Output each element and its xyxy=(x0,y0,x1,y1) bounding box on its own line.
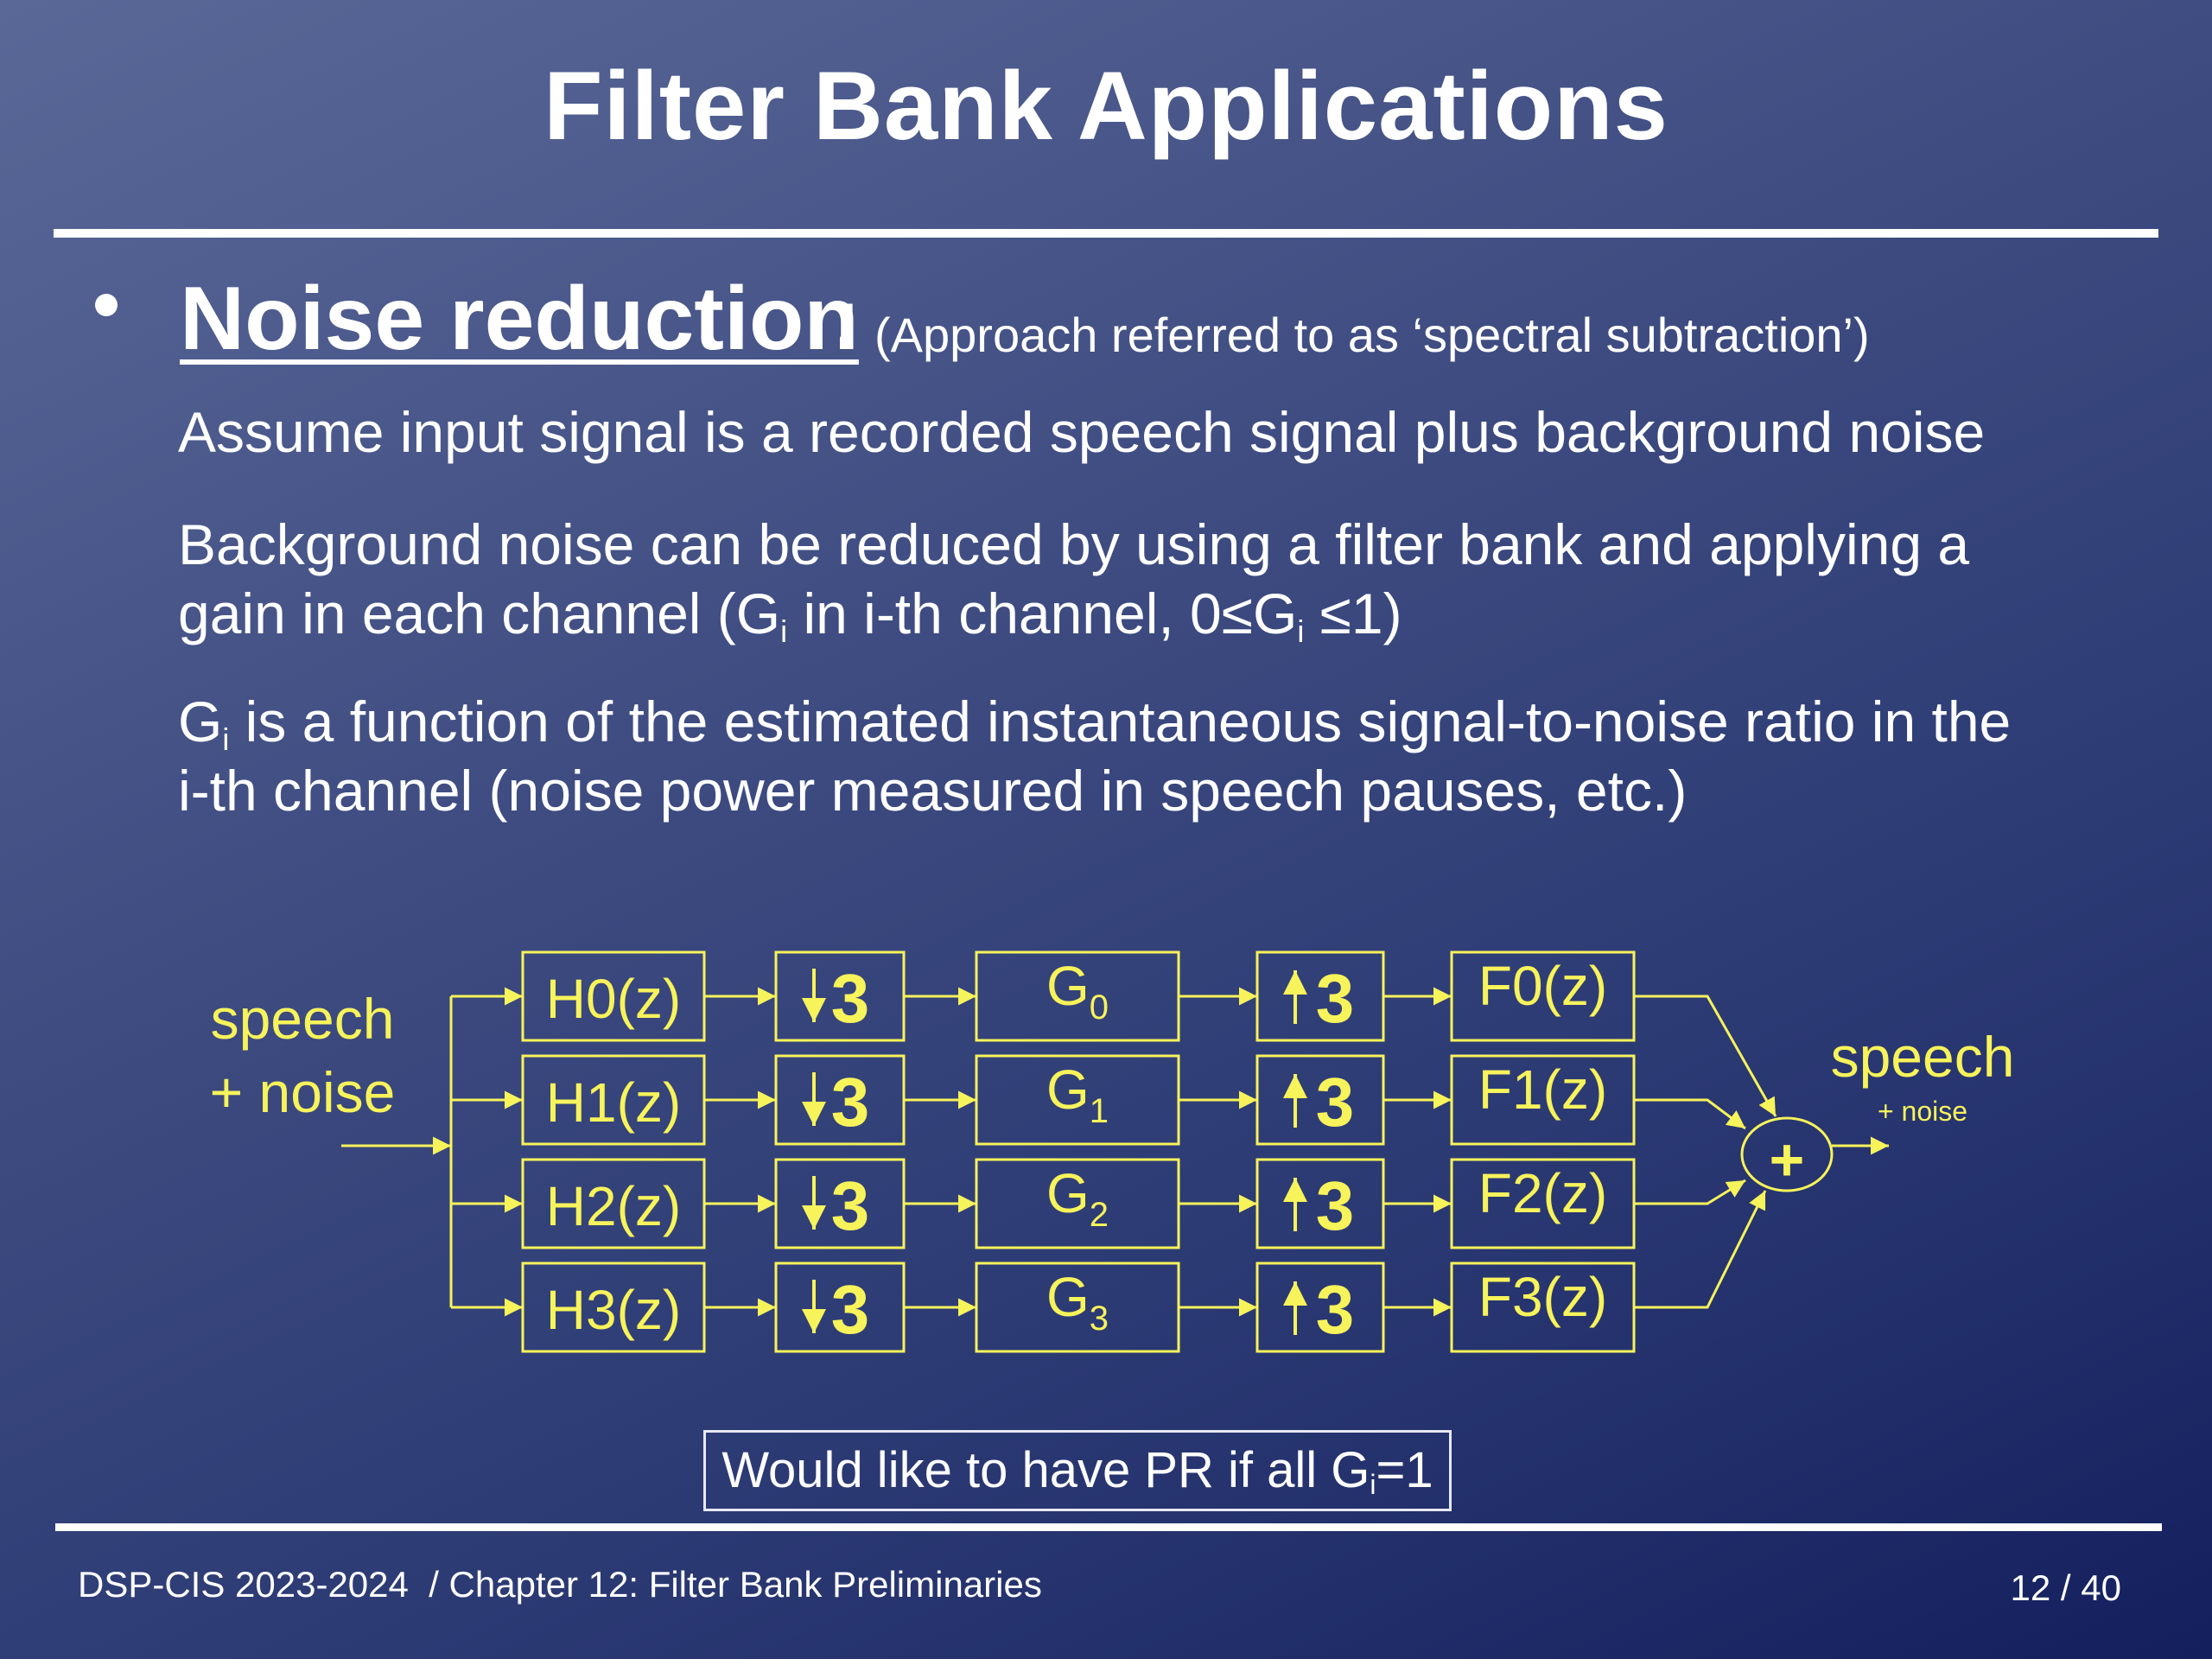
bullet-marker xyxy=(95,294,118,316)
subscript: i xyxy=(1297,613,1305,649)
text-run: is a function of the estimated instantan… xyxy=(229,690,2012,753)
bullet-title: Noise reduction xyxy=(180,269,859,369)
downsample-factor: 3 xyxy=(831,1167,870,1244)
bullet-colon: : xyxy=(831,269,861,369)
page-number: 12 / 40 xyxy=(2010,1567,2121,1608)
downsample-factor: 3 xyxy=(831,1271,870,1348)
input-label-speech: speech xyxy=(211,987,395,1051)
subscript: i xyxy=(1370,1469,1376,1500)
analysis-filter-label: H3(z) xyxy=(546,1279,681,1341)
sum-input-line xyxy=(1634,1098,1746,1130)
upsample-factor: 3 xyxy=(1316,1167,1355,1244)
footer-course-chapter: DSP-CIS 2023-2024 / Chapter 12: Filter B… xyxy=(78,1564,1042,1605)
upsample-factor: 3 xyxy=(1316,960,1355,1037)
analysis-filter-label: H1(z) xyxy=(546,1071,681,1134)
subscript: i xyxy=(222,721,230,757)
paragraph-gain-function: Gi is a function of the estimated instan… xyxy=(178,687,2011,825)
analysis-filter-label: H0(z) xyxy=(546,968,681,1030)
input-label-noise: + noise xyxy=(210,1060,396,1124)
pr-note-text: =1 xyxy=(1376,1442,1433,1498)
text-run: G xyxy=(178,690,223,753)
paragraph-assume-input: Assume input signal is a recorded speech… xyxy=(178,400,1986,464)
analysis-filter-label: H2(z) xyxy=(546,1175,681,1237)
upsample-factor: 3 xyxy=(1316,1064,1355,1141)
downsample-factor: 3 xyxy=(831,960,870,1037)
pr-note-text: Would like to have PR if all G xyxy=(721,1442,1370,1498)
paragraph-line: i-th channel (noise power measured in sp… xyxy=(178,759,1688,823)
synthesis-filter-label: F0(z) xyxy=(1478,955,1607,1017)
text-run: ≤1) xyxy=(1304,582,1402,645)
paragraph-line: Background noise can be reduced by using… xyxy=(178,512,1970,576)
gain-label: G2 xyxy=(1046,1162,1109,1234)
paragraph-line: Gi is a function of the estimated instan… xyxy=(178,687,2011,756)
paragraph-background-noise: Background noise can be reduced by using… xyxy=(178,510,1969,648)
downsample-factor: 3 xyxy=(831,1064,870,1141)
synthesis-filter-label: F3(z) xyxy=(1478,1266,1607,1328)
output-label-noise: + noise xyxy=(1878,1096,1967,1127)
output-label-speech: speech xyxy=(1831,1025,2015,1089)
text-run: gain in each channel (G xyxy=(178,582,781,645)
sum-input-line xyxy=(1634,1179,1746,1205)
text-run: in i-th channel, 0≤G xyxy=(787,582,1298,645)
gain-label: G0 xyxy=(1046,955,1109,1027)
title-divider xyxy=(54,229,2158,238)
upsample-factor: 3 xyxy=(1316,1271,1355,1348)
gain-label: G3 xyxy=(1046,1266,1109,1338)
paragraph-line: gain in each channel (Gi in i-th channel… xyxy=(178,579,1969,648)
gain-label: G1 xyxy=(1046,1058,1109,1130)
synthesis-filter-label: F2(z) xyxy=(1478,1162,1607,1224)
sum-plus-icon: + xyxy=(1770,1126,1805,1193)
subscript: i xyxy=(780,613,788,649)
synthesis-filter-label: F1(z) xyxy=(1478,1058,1607,1121)
sum-node xyxy=(1740,1116,1834,1192)
sum-input-line xyxy=(1634,995,1777,1117)
pr-note-box: Would like to have PR if all Gi=1 xyxy=(703,1430,1452,1511)
slide-title: Filter Bank Applications xyxy=(543,52,1669,160)
sum-input-line xyxy=(1634,1190,1767,1309)
footer-divider xyxy=(55,1523,2162,1531)
bullet-note: (Approach referred to as ‘spectral subtr… xyxy=(874,308,1870,362)
